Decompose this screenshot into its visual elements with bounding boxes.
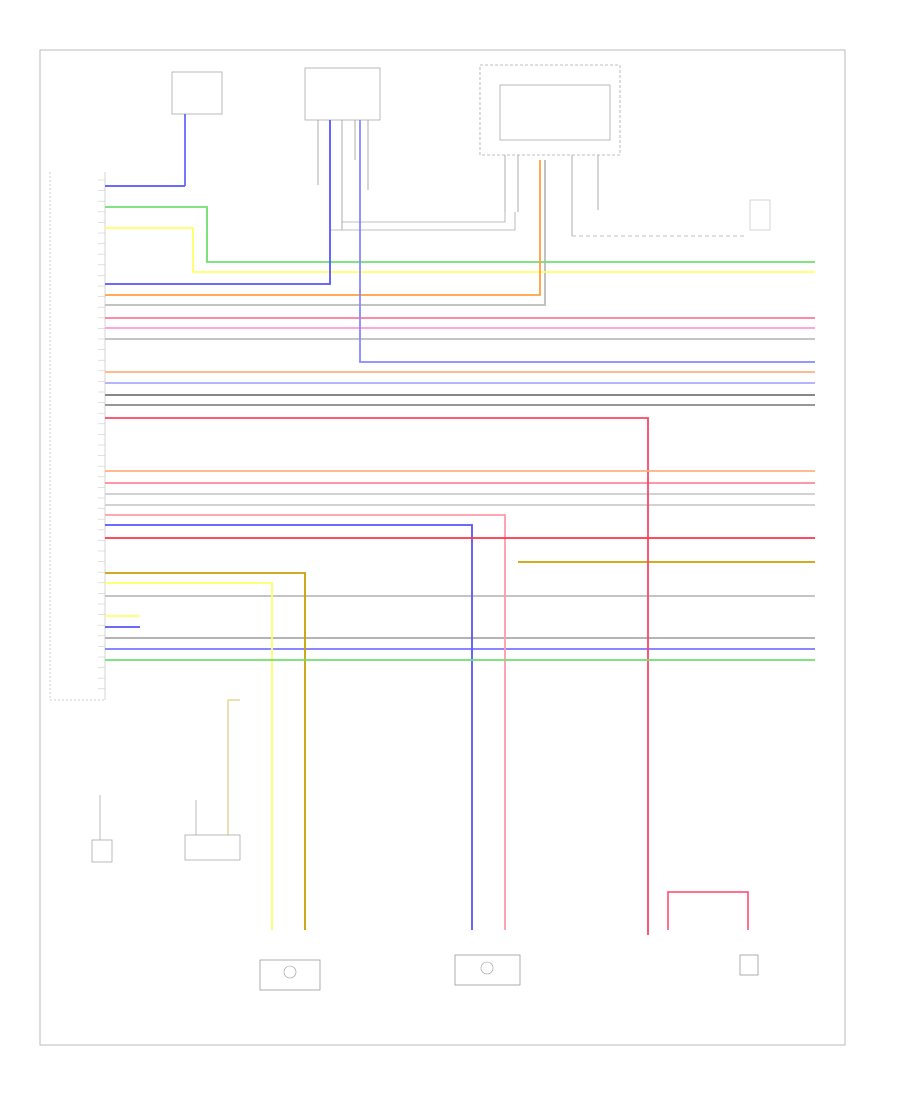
ecm-block — [49, 172, 106, 701]
top-connections — [330, 199, 771, 237]
wire-group — [98, 120, 815, 935]
wire-w9 — [359, 120, 815, 363]
wire-extra-8 — [105, 160, 546, 306]
top-mid-connector — [304, 67, 381, 230]
bottom-left-parts — [91, 699, 241, 863]
wire-w4 — [105, 120, 331, 285]
wire-w16 — [105, 524, 473, 930]
wire-w15 — [105, 514, 506, 930]
diagram-frame — [39, 49, 846, 1046]
left-sensor — [259, 959, 321, 991]
wire-w5 — [105, 160, 541, 296]
bottom-right-sensors — [667, 891, 759, 976]
wire-w2 — [105, 206, 815, 263]
wire-w13 — [105, 417, 649, 935]
wire-w3 — [105, 227, 815, 273]
wire-w19 — [105, 582, 273, 930]
wire-w18 — [105, 572, 306, 930]
top-right-module — [479, 64, 621, 236]
right-sensor — [454, 954, 521, 986]
top-left-sensor — [171, 71, 223, 186]
